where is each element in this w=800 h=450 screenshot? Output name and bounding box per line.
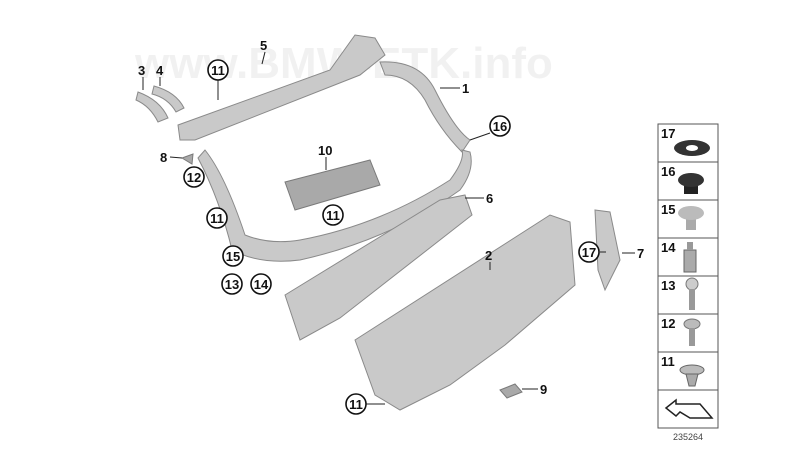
legend-item-13: 13 [657, 275, 719, 315]
part-7-bracket [594, 209, 621, 292]
svg-text:11: 11 [661, 354, 675, 369]
svg-text:11: 11 [210, 211, 224, 226]
legend-item-arrow [657, 389, 719, 429]
svg-text:17: 17 [582, 245, 596, 260]
svg-text:15: 15 [661, 202, 675, 217]
svg-text:13: 13 [661, 278, 675, 293]
callout-12: 12 [183, 166, 205, 188]
callout-3: 3 [138, 63, 145, 78]
callout-9: 9 [540, 382, 547, 397]
legend-item-14: 14 [657, 237, 719, 277]
svg-text:15: 15 [226, 249, 240, 264]
svg-text:11: 11 [211, 63, 225, 78]
svg-text:17: 17 [661, 126, 675, 141]
callout-4: 4 [156, 63, 164, 78]
callout-1: 1 [462, 81, 469, 96]
svg-text:12: 12 [661, 316, 675, 331]
svg-text:16: 16 [493, 119, 507, 134]
svg-text:14: 14 [254, 277, 269, 292]
svg-text:14: 14 [661, 240, 676, 255]
part-10-insert [284, 159, 381, 211]
legend-item-16: 16 [657, 161, 719, 201]
callout-11-bottom: 11 [345, 393, 367, 415]
part-6-mesh-panel [284, 194, 473, 341]
clip-icon [679, 364, 705, 387]
svg-text:11: 11 [349, 397, 363, 412]
part-3-cap [135, 91, 169, 123]
part-15-frame [197, 149, 472, 262]
part-4-cap [151, 85, 185, 113]
callout-7: 7 [637, 246, 644, 261]
legend-item-11: 11 [657, 351, 719, 391]
part-5-upper-trim [177, 34, 386, 141]
fastener-legend: 17 16 15 14 13 12 11 235264 [657, 123, 719, 442]
arrow-icon [664, 398, 714, 419]
svg-text:11: 11 [326, 208, 340, 223]
expanding-rivet-icon [678, 206, 704, 230]
callout-6: 6 [486, 191, 493, 206]
callout-11-top: 11 [207, 59, 229, 81]
callout-13: 13 [221, 273, 243, 295]
plug-icon [678, 173, 704, 194]
screw-icon [685, 277, 699, 310]
part-2-inner-panel [354, 214, 576, 411]
part-9-clip [499, 383, 523, 399]
part-8-clip [180, 153, 194, 165]
clip-nut-icon [683, 242, 697, 273]
svg-text:12: 12 [187, 170, 201, 185]
callout-2: 2 [485, 248, 492, 263]
flange-screw-icon [683, 318, 701, 346]
callout-15: 15 [222, 245, 244, 267]
callout-8: 8 [160, 150, 167, 165]
callout-10: 10 [318, 143, 332, 158]
callout-11-center: 11 [322, 204, 344, 226]
callout-17: 17 [578, 241, 600, 263]
callout-16: 16 [489, 115, 511, 137]
legend-item-12: 12 [657, 313, 719, 353]
svg-text:16: 16 [661, 164, 675, 179]
callout-14: 14 [250, 273, 272, 295]
diagram-id: 235264 [673, 432, 703, 442]
legend-item-15: 15 [657, 199, 719, 239]
callout-5: 5 [260, 38, 267, 53]
legend-item-17: 17 [657, 123, 719, 163]
svg-text:13: 13 [225, 277, 239, 292]
callout-11-left: 11 [206, 207, 228, 229]
